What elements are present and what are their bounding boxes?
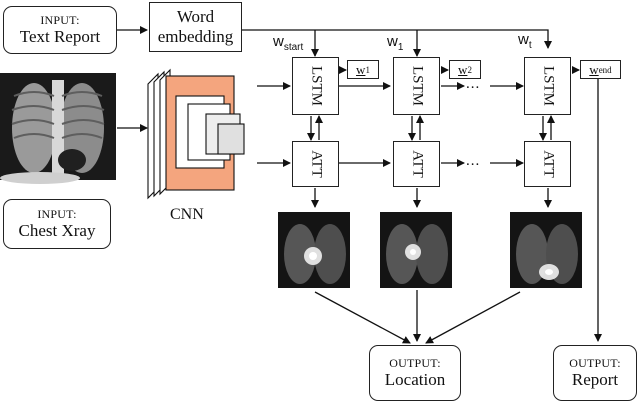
output-report-caption: OUTPUT: <box>569 356 621 370</box>
input-xray-title: Chest Xray <box>18 221 96 240</box>
lstm-cell-2: LSTM <box>393 57 440 115</box>
attention-map-1 <box>278 212 350 288</box>
lstm-label-1: LSTM <box>308 65 324 107</box>
attention-map-2 <box>380 212 452 288</box>
att-ellipsis: ... <box>466 153 481 169</box>
lstm-cell-t: LSTM <box>524 57 571 115</box>
att-label-1: ATT <box>308 150 324 178</box>
lstm-label-2: LSTM <box>409 65 425 107</box>
output-location: OUTPUT: Location <box>369 345 461 401</box>
output-report: OUTPUT: Report <box>553 345 637 401</box>
cnn-label: CNN <box>170 206 204 223</box>
word-embedding-box: Word embedding <box>149 2 242 52</box>
output-location-caption: OUTPUT: <box>389 356 441 370</box>
att-cell-t: ATT <box>524 141 571 187</box>
output-location-title: Location <box>384 370 446 389</box>
embedding-line-2: embedding <box>157 27 234 46</box>
lstm-cell-1: LSTM <box>292 57 339 115</box>
input-text-caption: INPUT: <box>40 13 80 27</box>
att-label-t: ATT <box>540 150 556 178</box>
chest-xray-image <box>0 73 116 184</box>
cnn-block <box>147 68 245 200</box>
att-label-2: ATT <box>409 150 425 178</box>
lstm-label-t: LSTM <box>540 65 556 107</box>
output-report-title: Report <box>571 370 619 389</box>
arrow-mapt-to-location <box>425 291 521 344</box>
input-text-report: INPUT: Text Report <box>3 6 117 54</box>
word-w-1: w1 <box>387 33 404 53</box>
word-w-t: wt <box>518 31 532 51</box>
word-w-start: wstart <box>273 33 304 53</box>
input-xray-caption: INPUT: <box>37 207 77 221</box>
arrow-embedding-to-lstm-t <box>242 29 552 49</box>
input-chest-xray: INPUT: Chest Xray <box>3 199 111 249</box>
embedding-line-1: Word <box>176 7 215 26</box>
attention-map-t <box>510 212 582 288</box>
input-text-title: Text Report <box>19 27 101 46</box>
att-cell-1: ATT <box>292 141 339 187</box>
arrow-map1-to-location <box>314 291 411 344</box>
lstm-ellipsis: ... <box>466 76 481 92</box>
att-cell-2: ATT <box>393 141 440 187</box>
